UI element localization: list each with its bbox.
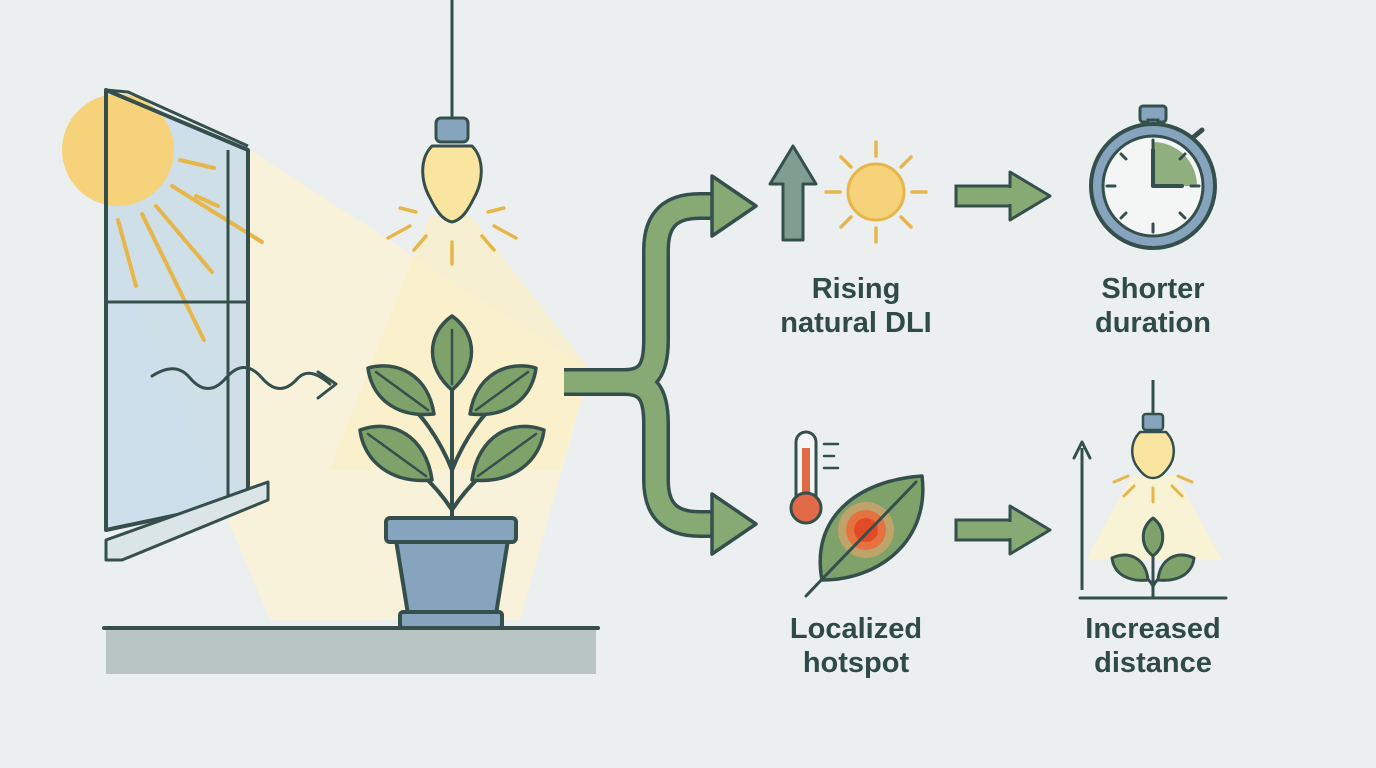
sun-icon xyxy=(62,94,264,342)
increased-distance-line2: distance xyxy=(1094,647,1212,679)
increased-distance-line1: Increased xyxy=(1085,613,1221,645)
thermometer-icon xyxy=(789,430,840,525)
up-arrow-icon xyxy=(768,144,818,242)
localized-hotspot-label: Localized hotspot xyxy=(790,612,922,680)
hanging-bulb-icon xyxy=(386,0,518,266)
stopwatch-icon xyxy=(1089,104,1217,250)
arrow-to-increased-distance xyxy=(954,504,1052,556)
raised-lamp-icon xyxy=(1072,380,1222,590)
rising-natural-dli-line2: natural DLI xyxy=(780,307,932,339)
heat-wave-icon xyxy=(150,366,338,400)
fork-arrow-icon xyxy=(564,174,758,556)
arrow-to-shorter-duration xyxy=(954,170,1052,222)
localized-hotspot-line1: Localized xyxy=(789,613,923,645)
rising-natural-dli-line1: Rising xyxy=(811,273,901,305)
shelf xyxy=(102,626,600,674)
increased-distance-label: Increased distance xyxy=(1085,612,1220,680)
pot-icon xyxy=(384,516,518,630)
shorter-duration-line1: Shorter xyxy=(1101,273,1205,305)
shorter-duration-label: Shorter duration xyxy=(1095,272,1211,340)
plant-icon xyxy=(358,314,546,522)
rising-natural-dli-label: Rising natural DLI xyxy=(780,272,931,340)
localized-hotspot-line2: hotspot xyxy=(802,647,910,679)
shorter-duration-line2: duration xyxy=(1095,307,1211,339)
sun-icon xyxy=(824,140,928,244)
seedling-icon xyxy=(1078,516,1228,600)
leaf-hotspot-icon xyxy=(804,474,925,598)
window-icon xyxy=(62,88,270,562)
